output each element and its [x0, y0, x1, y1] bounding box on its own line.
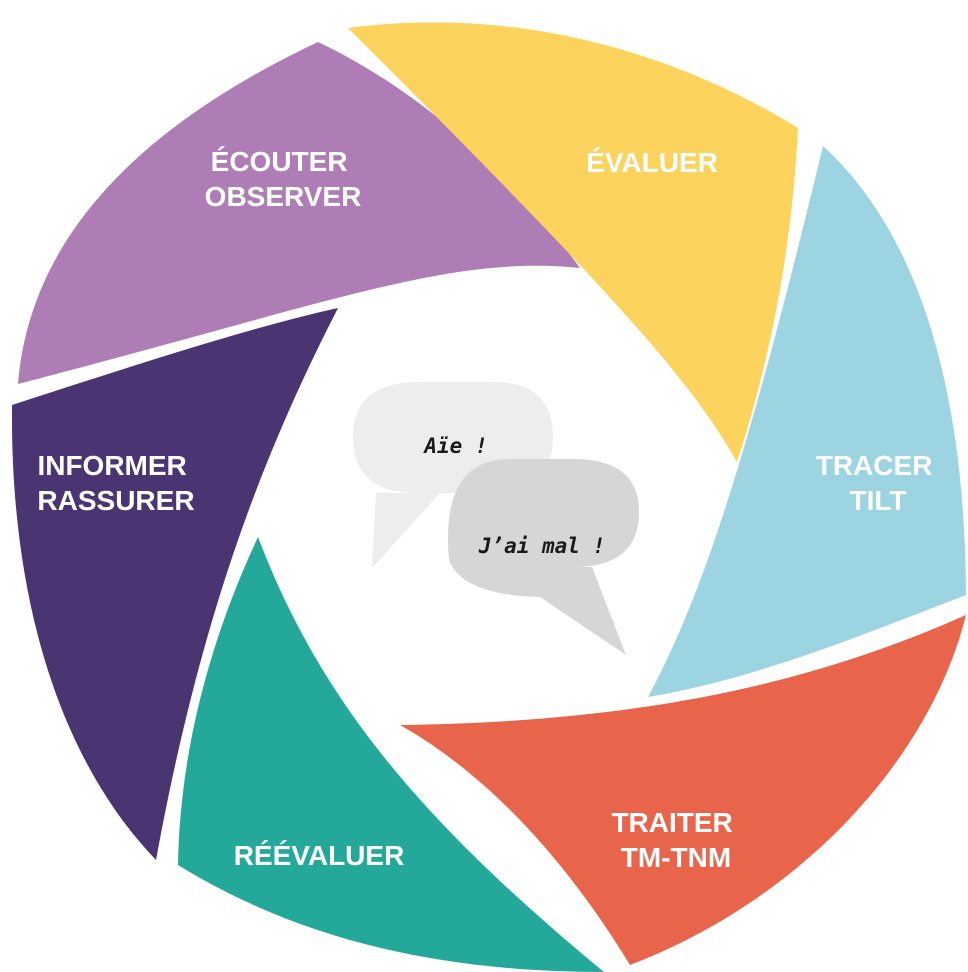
segment-label: TRACER TILT — [816, 450, 940, 516]
speech-bubble-aie: Aïe ! — [353, 382, 553, 568]
segment-label: TRAITER TM-TNM — [611, 807, 740, 873]
segment-shape — [178, 537, 604, 972]
segment-shape — [348, 22, 798, 463]
speech-bubble-text: J’ai mal ! — [478, 534, 605, 558]
speech-bubble-text: Aïe ! — [422, 434, 487, 458]
segment-shape — [11, 308, 338, 860]
segment-traiter-tm-tnm: TRAITER TM-TNM — [400, 615, 966, 965]
segment-evaluer: ÉVALUER — [348, 22, 798, 463]
segment-tracer-tilt: TRACER TILT — [648, 146, 966, 697]
segment-shape — [400, 615, 966, 965]
segment-label: ÉVALUER — [586, 147, 718, 178]
speech-bubble-shape — [353, 382, 553, 568]
segment-reevaluer: RÉÉVALUER — [178, 537, 604, 972]
segment-shape — [648, 146, 966, 697]
speech-bubble-jai-mal: J’ai mal ! — [447, 459, 639, 655]
segment-label: INFORMER RASSURER — [37, 450, 194, 516]
segment-label: ÉCOUTER OBSERVER — [205, 146, 362, 212]
segment-shape — [18, 42, 580, 384]
segment-ecouter-observer: ÉCOUTER OBSERVER — [18, 42, 580, 384]
segment-label: RÉÉVALUER — [234, 840, 405, 871]
segment-informer-rassurer: INFORMER RASSURER — [11, 308, 338, 860]
speech-bubble-shape — [447, 459, 639, 655]
